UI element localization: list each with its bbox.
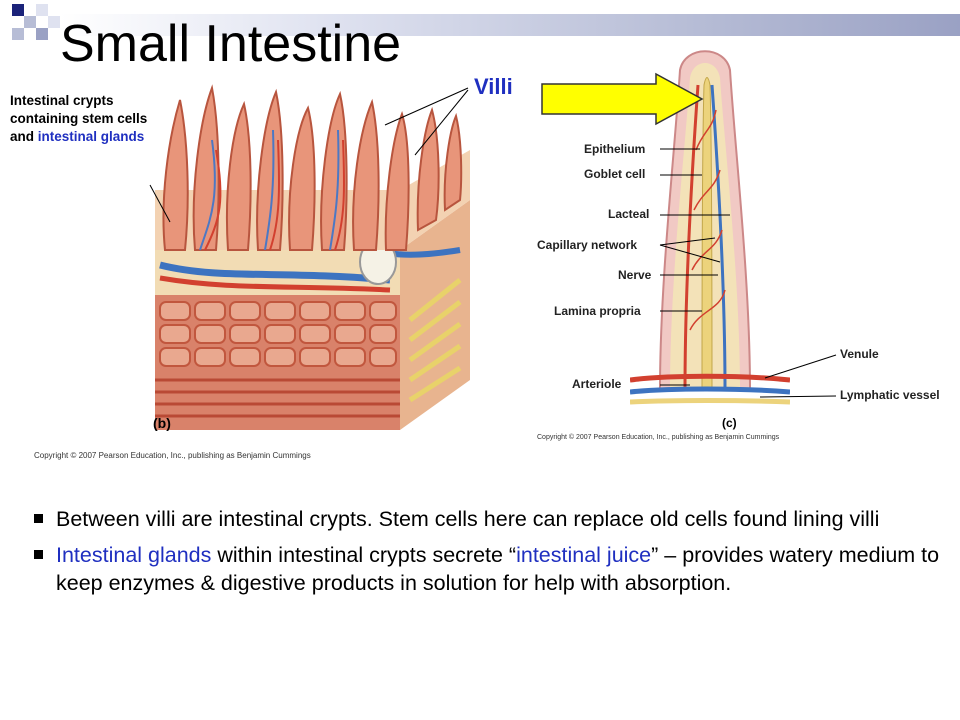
figure-c-letter: (c) bbox=[722, 416, 737, 430]
crypt-label-text: Intestinal crypts containing stem cells … bbox=[10, 93, 148, 144]
bullet-term-intestinal-juice: intestinal juice bbox=[516, 543, 652, 567]
decor-square bbox=[24, 16, 36, 28]
bullet-marker-icon bbox=[34, 550, 43, 559]
bullet-marker-icon bbox=[34, 514, 43, 523]
bullet-item: Between villi are intestinal crypts. Ste… bbox=[34, 505, 949, 533]
crypt-label-glands: intestinal glands bbox=[37, 129, 145, 144]
label-nerve: Nerve bbox=[618, 268, 652, 282]
bullet-list: Between villi are intestinal crypts. Ste… bbox=[34, 505, 949, 605]
bullet-term-intestinal-glands: Intestinal glands bbox=[56, 543, 212, 567]
label-lacteal: Lacteal bbox=[608, 207, 650, 221]
villus-illustration bbox=[630, 50, 790, 405]
decor-square bbox=[36, 28, 48, 40]
label-epithelium: Epithelium bbox=[584, 142, 646, 156]
villi-arrow bbox=[541, 72, 704, 126]
label-lamina-propria: Lamina propria bbox=[554, 304, 641, 318]
bullet-text: Between villi are intestinal crypts. Ste… bbox=[56, 507, 880, 531]
label-leader-lines bbox=[149, 87, 837, 398]
bullet-text: within intestinal crypts secrete “ bbox=[211, 543, 517, 567]
label-capillary-network: Capillary network bbox=[537, 238, 638, 252]
decor-square bbox=[48, 16, 60, 28]
intestinal-crypts-label: Intestinal crypts containing stem cells … bbox=[10, 92, 170, 146]
title-bar-gradient bbox=[60, 14, 960, 36]
slide-title: Small Intestine bbox=[60, 15, 402, 73]
label-goblet-cell: Goblet cell bbox=[584, 167, 646, 181]
villi-label: Villi bbox=[474, 74, 513, 99]
intestinal-wall-illustration bbox=[155, 84, 470, 430]
decor-square bbox=[36, 4, 48, 16]
label-venule: Venule bbox=[840, 347, 879, 361]
decor-square bbox=[12, 4, 24, 16]
bullet-text: ” – provides watery medium to keep enzym… bbox=[56, 543, 940, 595]
figure-c-copyright: Copyright © 2007 Pearson Education, Inc.… bbox=[537, 434, 780, 441]
figure-b-letter: (b) bbox=[153, 415, 171, 431]
figure-b-copyright: Copyright © 2007 Pearson Education, Inc.… bbox=[34, 451, 311, 460]
decor-square bbox=[12, 28, 24, 40]
bullet-item: Intestinal glands within intestinal cryp… bbox=[34, 541, 949, 597]
label-lymphatic-vessel: Lymphatic vessel bbox=[840, 388, 940, 402]
label-arteriole: Arteriole bbox=[572, 377, 622, 391]
